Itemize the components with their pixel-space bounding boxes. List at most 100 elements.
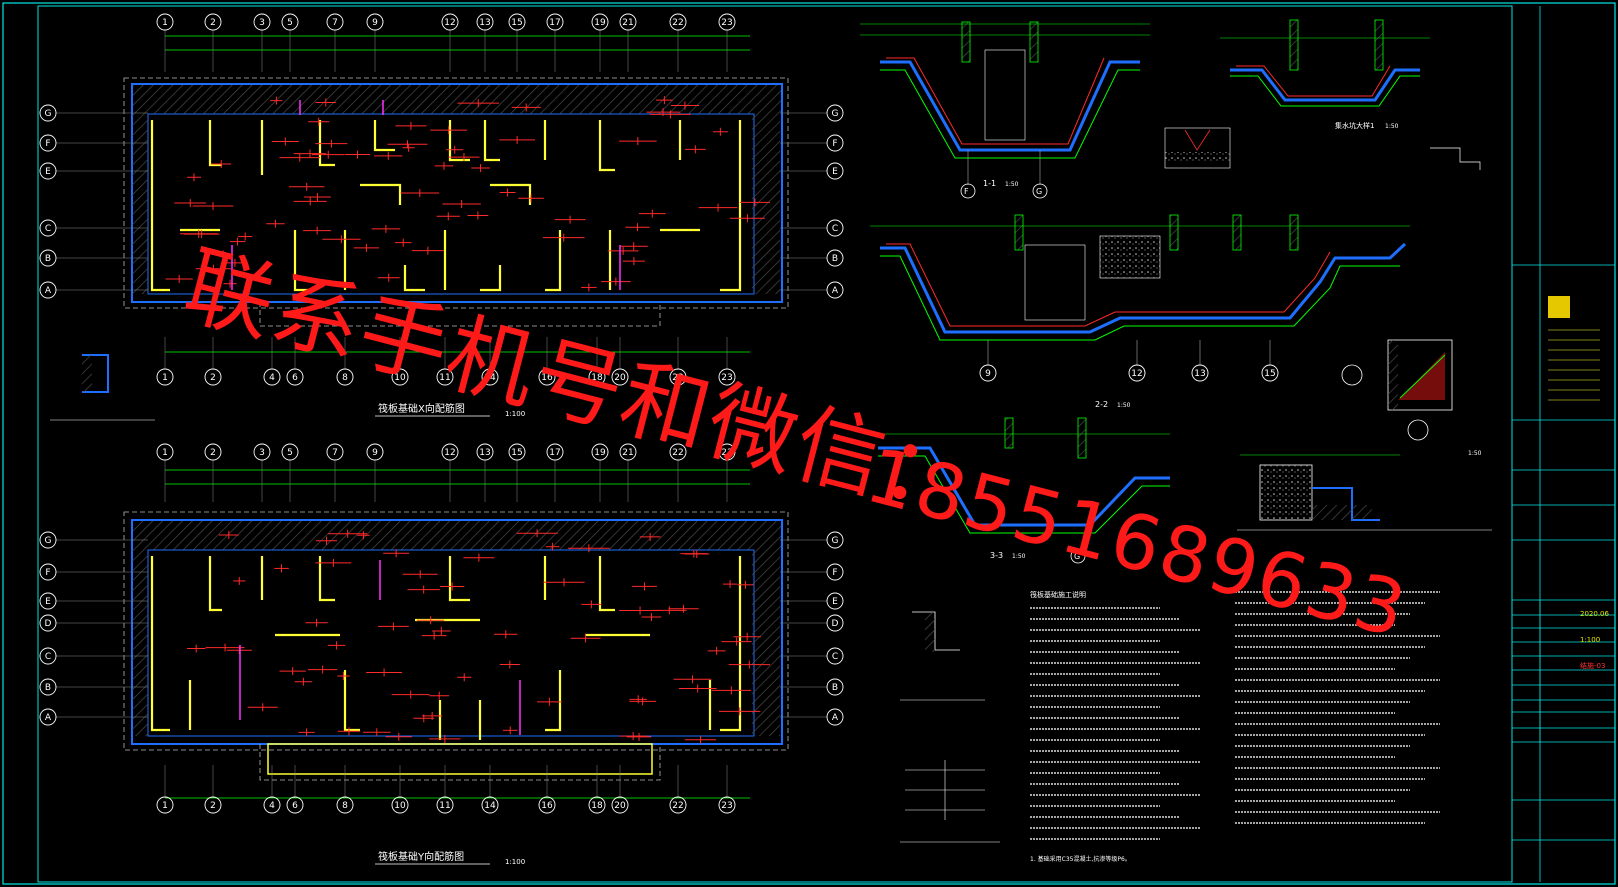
axis-row-left-A: A [39, 708, 57, 726]
svg-text:12: 12 [444, 18, 455, 28]
axis-row-left-A: A [39, 281, 57, 299]
svg-text:E: E [45, 597, 51, 607]
small-details-left [900, 611, 1000, 843]
axis-top-17: 17 [546, 13, 564, 31]
axis-row-left-F: F [39, 134, 57, 152]
sec22-axis-15: 15 [1261, 364, 1279, 382]
svg-text:1: 1 [162, 448, 168, 458]
axis-bottom-22: 22 [669, 368, 687, 386]
sec33-axis: G [1074, 552, 1080, 561]
plan-y-scale: 1:100 [505, 858, 525, 866]
axis-bottom-16: 16 [538, 368, 556, 386]
axis-top-17: 17 [546, 443, 564, 461]
svg-text:17: 17 [549, 18, 560, 28]
axis-bottom-23: 23 [718, 796, 736, 814]
axis-bottom-10: 10 [391, 368, 409, 386]
pit-detail-1: 集水坑大样1 1:50 [1164, 19, 1481, 170]
svg-text:22: 22 [672, 801, 683, 811]
svg-text:14: 14 [484, 373, 496, 383]
axis-bottom-1: 1 [156, 796, 174, 814]
sec11-axis-g: G [1036, 187, 1042, 196]
svg-text:13: 13 [1194, 369, 1205, 379]
plan-x-title: 筏板基础X向配筋图 [378, 402, 465, 415]
sec33-scale: 1:50 [1012, 553, 1026, 560]
pit-detail-scale-2: 1:50 [1468, 450, 1482, 457]
axis-top-22: 22 [669, 443, 687, 461]
svg-text:1: 1 [162, 18, 168, 28]
title-block-scale: 1:100 [1580, 636, 1600, 644]
svg-text:A: A [45, 713, 52, 723]
pit-detail-scale: 1:50 [1385, 123, 1399, 130]
svg-text:F: F [45, 139, 50, 149]
axis-top-13: 13 [476, 443, 494, 461]
svg-text:E: E [832, 167, 838, 177]
svg-text:D: D [45, 619, 52, 629]
svg-text:10: 10 [394, 801, 406, 811]
svg-text:22: 22 [672, 18, 683, 28]
axis-row-right-F: F [826, 563, 844, 581]
svg-text:14: 14 [484, 801, 496, 811]
axis-row-right-G: G [826, 531, 844, 549]
axis-bottom-11: 11 [436, 796, 454, 814]
notes-last-line: 1. 基础采用C35混凝土,抗渗等级P6。 [1030, 855, 1131, 863]
svg-text:B: B [832, 683, 838, 693]
axis-bottom-20: 20 [611, 368, 629, 386]
sec11-axis-f: F [964, 187, 969, 196]
sec22-axis-12: 12 [1128, 364, 1146, 382]
axis-top-3: 3 [253, 13, 271, 31]
svg-text:18: 18 [591, 373, 603, 383]
axis-row-right-G: G [826, 104, 844, 122]
svg-text:13: 13 [479, 448, 490, 458]
axis-bottom-6: 6 [286, 368, 304, 386]
axis-row-left-F: F [39, 563, 57, 581]
svg-text:7: 7 [332, 448, 338, 458]
axis-top-3: 3 [253, 443, 271, 461]
svg-text:5: 5 [287, 448, 293, 458]
svg-text:22: 22 [672, 448, 683, 458]
title-block-date: 2020.06 [1580, 610, 1609, 618]
svg-text:22: 22 [672, 373, 683, 383]
axis-row-right-E: E [826, 592, 844, 610]
axis-bottom-4: 4 [263, 796, 281, 814]
svg-text:8: 8 [342, 801, 348, 811]
svg-text:F: F [832, 139, 837, 149]
axis-top-19: 19 [591, 443, 609, 461]
svg-text:18: 18 [591, 801, 603, 811]
svg-text:3: 3 [259, 448, 265, 458]
axis-row-left-B: B [39, 678, 57, 696]
svg-text:23: 23 [721, 373, 732, 383]
svg-text:15: 15 [511, 18, 522, 28]
svg-text:17: 17 [549, 448, 560, 458]
svg-text:5: 5 [287, 18, 293, 28]
axis-row-left-B: B [39, 249, 57, 267]
axis-row-right-F: F [826, 134, 844, 152]
sec33-title: 3-3 [990, 551, 1003, 560]
section-1-1: F G 1-1 1:50 [860, 21, 1150, 199]
svg-text:15: 15 [1264, 369, 1275, 379]
axis-bottom-18: 18 [588, 368, 606, 386]
svg-text:1: 1 [162, 373, 168, 383]
svg-text:23: 23 [721, 801, 732, 811]
axis-bottom-18: 18 [588, 796, 606, 814]
svg-text:C: C [45, 224, 51, 234]
axis-bottom-14: 14 [481, 368, 499, 386]
sec22-title: 2-2 [1095, 400, 1108, 409]
svg-text:G: G [832, 536, 839, 546]
axis-top-5: 5 [281, 13, 299, 31]
svg-text:21: 21 [622, 18, 633, 28]
svg-text:B: B [832, 254, 838, 264]
axis-row-right-C: C [826, 219, 844, 237]
svg-text:2: 2 [210, 448, 216, 458]
axis-top-1: 1 [156, 13, 174, 31]
axis-bottom-22: 22 [669, 796, 687, 814]
sec22-axis-13: 13 [1191, 364, 1209, 382]
svg-text:G: G [832, 109, 839, 119]
axis-row-left-E: E [39, 162, 57, 180]
axis-row-left-C: C [39, 219, 57, 237]
axis-top-9: 9 [366, 13, 384, 31]
svg-text:10: 10 [394, 373, 406, 383]
construction-notes: 筏板基础施工说明 1. 基础采用C35混凝土,抗渗等级P6。 [1030, 590, 1440, 863]
svg-text:8: 8 [342, 373, 348, 383]
axis-row-right-A: A [826, 708, 844, 726]
